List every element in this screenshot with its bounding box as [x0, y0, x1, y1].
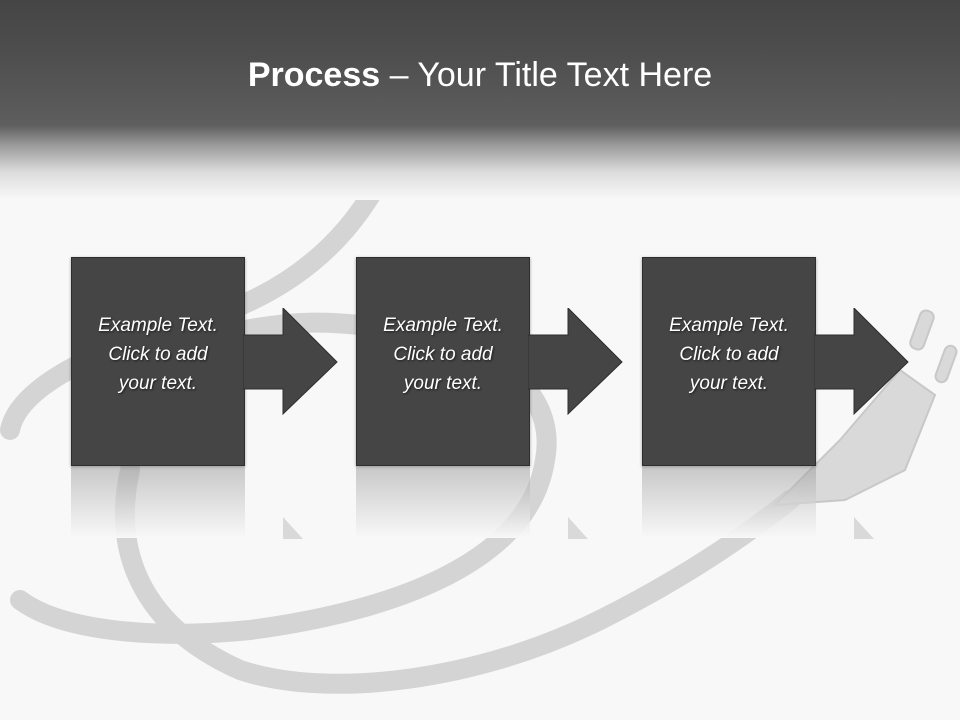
- process-step-3[interactable]: Example Text. Click to add your text.: [642, 257, 909, 466]
- step-text[interactable]: Example Text. Click to add your text.: [383, 315, 503, 394]
- step-text[interactable]: Example Text. Click to add your text.: [98, 315, 218, 394]
- step-reflection: [71, 466, 245, 538]
- process-step-1[interactable]: Example Text. Click to add your text.: [71, 257, 338, 466]
- slide-title[interactable]: Process – Your Title Text Here: [0, 52, 960, 98]
- title-bar: [0, 0, 960, 200]
- step-reflection: [356, 466, 530, 538]
- arrow-reflection: [568, 517, 588, 539]
- arrow-reflection: [283, 517, 303, 539]
- step-box[interactable]: Example Text. Click to add your text.: [356, 257, 530, 466]
- step-box[interactable]: Example Text. Click to add your text.: [71, 257, 245, 466]
- arrow-reflection: [854, 517, 874, 539]
- right-arrow-icon: [528, 308, 623, 416]
- step-text[interactable]: Example Text. Click to add your text.: [669, 315, 789, 394]
- right-arrow-icon: [243, 308, 338, 416]
- title-rest: – Your Title Text Here: [380, 56, 713, 94]
- right-arrow-icon: [814, 308, 909, 416]
- process-step-2[interactable]: Example Text. Click to add your text.: [356, 257, 623, 466]
- title-strong: Process: [247, 56, 381, 94]
- step-box[interactable]: Example Text. Click to add your text.: [642, 257, 816, 466]
- step-reflection: [642, 466, 816, 538]
